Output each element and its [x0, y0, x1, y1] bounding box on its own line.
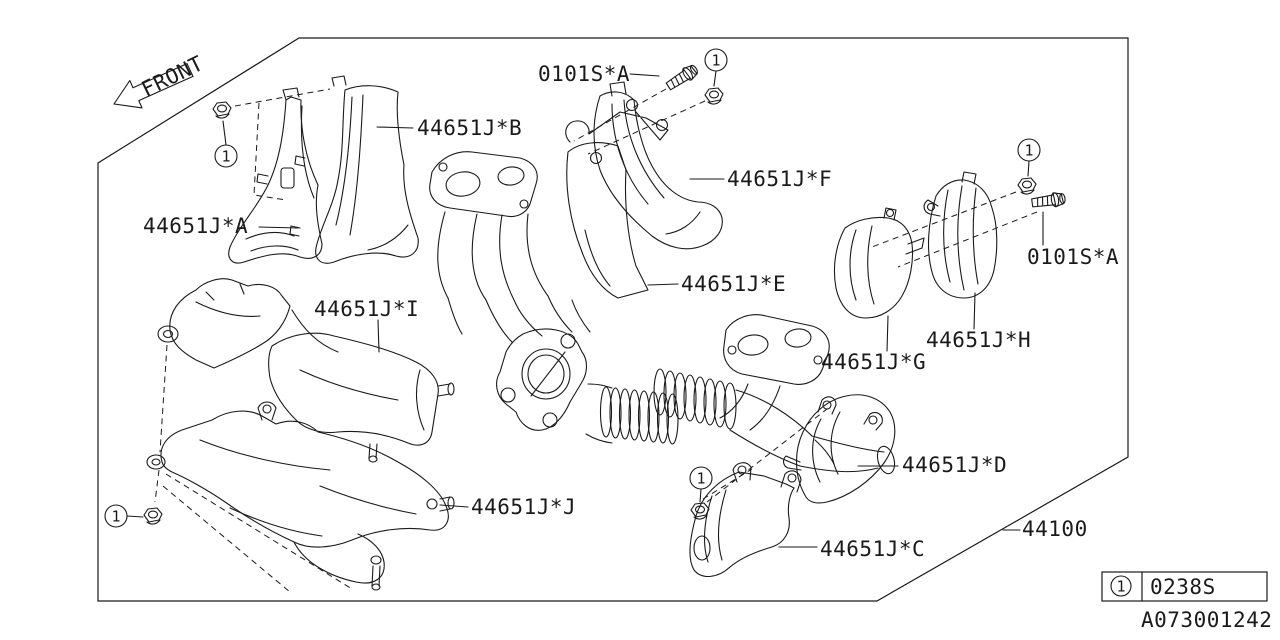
flex-bellows-lower: [585, 383, 679, 445]
heat-shield-44651jg-drawing: [833, 207, 925, 319]
hex-bolt-icon: [664, 61, 701, 93]
callout-44651jd[interactable]: 44651J*D: [902, 453, 1007, 477]
flange-nut-icon: [143, 507, 163, 525]
front-label: FRONT: [138, 51, 208, 101]
heat-shield-44651je-drawing: [566, 142, 649, 299]
front-exhaust-pipe-drawing: [429, 151, 896, 475]
assembly-guide-lines: [154, 88, 1038, 593]
callout-44651ji[interactable]: 44651J*I: [314, 297, 419, 321]
callout-44651jf[interactable]: 44651J*F: [727, 167, 832, 191]
callout-0101sa-right[interactable]: 0101S*A: [1027, 245, 1119, 269]
heat-shield-44651jc-drawing: [689, 462, 802, 577]
ref-marker-number: 1: [221, 148, 230, 166]
drawing-number: A073001242: [1141, 608, 1272, 632]
drawing-border: [97, 37, 1129, 602]
ref-marker: 1: [214, 120, 238, 168]
callout-44651jj[interactable]: 44651J*J: [471, 495, 576, 519]
legend-ref-number: 1: [1116, 578, 1125, 596]
legend-box: 1 0238S: [1101, 571, 1268, 602]
heat-shield-44651jd-drawing: [783, 394, 896, 504]
flex-bellows-upper: [653, 368, 737, 430]
flange-nut-icon: [212, 101, 232, 119]
legend-part-number[interactable]: 0238S: [1150, 575, 1216, 599]
ref-marker-number: 1: [696, 470, 705, 488]
ref-marker-number: 1: [1024, 142, 1033, 160]
ref-marker: 1: [689, 466, 713, 503]
ref-marker-number: 1: [711, 52, 720, 70]
callout-0101sa-top[interactable]: 0101S*A: [538, 62, 630, 86]
callout-44100[interactable]: 44100: [1022, 517, 1088, 541]
heat-shield-44651ja-drawing: [228, 87, 323, 264]
callout-44651jc[interactable]: 44651J*C: [820, 537, 925, 561]
flange-nut-icon: [1017, 177, 1037, 195]
callout-44651ja[interactable]: 44651J*A: [143, 214, 248, 238]
callout-44651jb[interactable]: 44651J*B: [417, 116, 522, 140]
flange-nut-icon: [704, 87, 724, 105]
ref-marker: 1: [1017, 138, 1041, 177]
heat-shield-44651jb-drawing: [289, 75, 419, 264]
front-direction-indicator: FRONT: [113, 51, 208, 109]
callout-44651jg[interactable]: 44651J*G: [821, 350, 926, 374]
heat-shield-44651jf-drawing: [565, 81, 723, 250]
ref-marker-number: 1: [111, 508, 120, 526]
front-arrow-icon: [113, 63, 194, 109]
heat-shield-44651jj-drawing: [146, 401, 455, 591]
legend-ref-icon: [1110, 575, 1132, 597]
ref-marker: 1: [104, 504, 144, 528]
leader-lines: [258, 73, 1044, 548]
callout-44651jh[interactable]: 44651J*H: [926, 328, 1031, 352]
callout-44651je[interactable]: 44651J*E: [681, 272, 786, 296]
hex-bolt-icon: [1030, 190, 1067, 211]
ref-marker: 1: [704, 48, 728, 87]
heat-shield-44651jh-drawing: [923, 171, 998, 299]
heat-shield-44651ji-drawing: [157, 278, 455, 463]
